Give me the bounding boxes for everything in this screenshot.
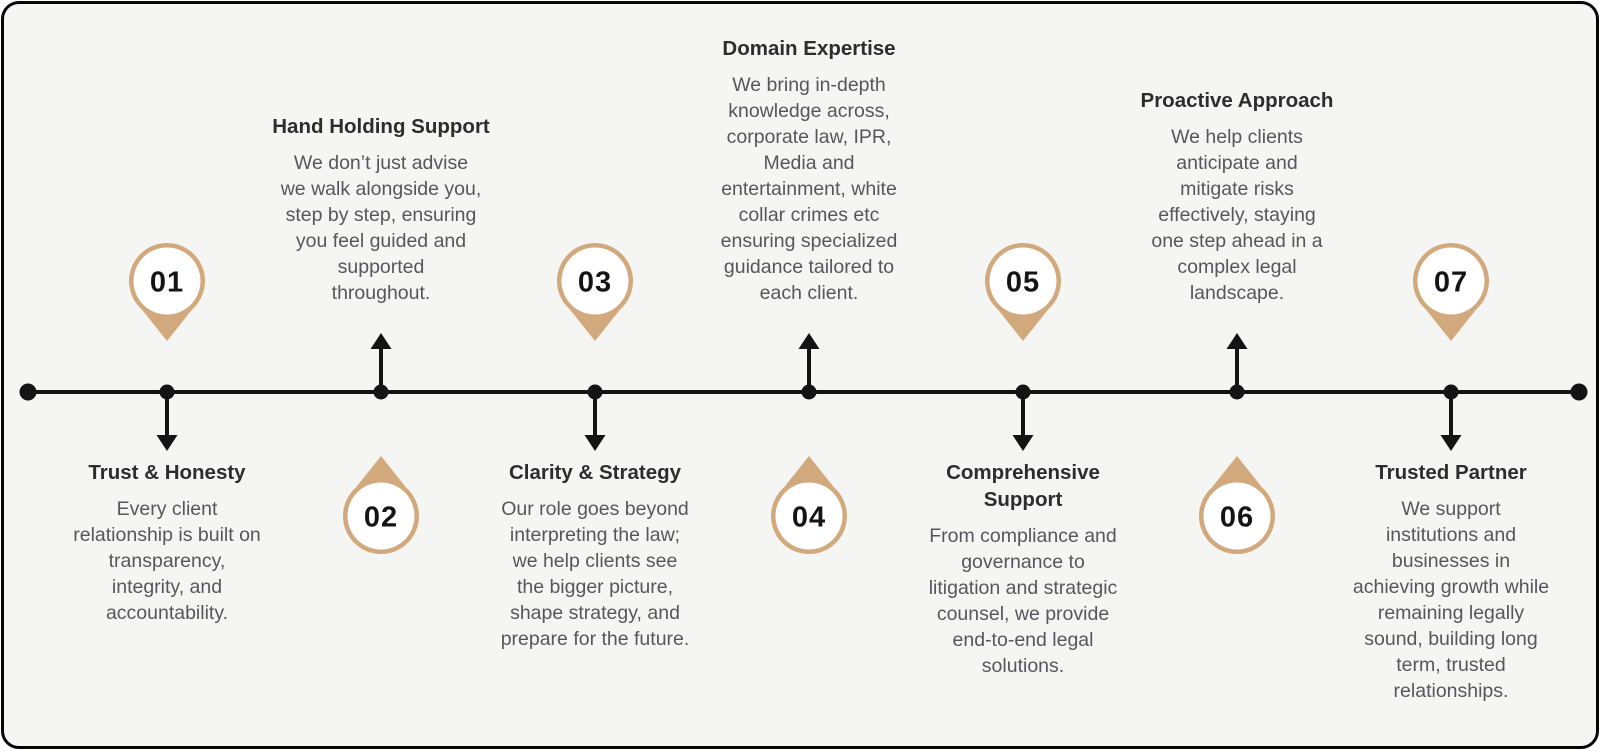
arrow-down-icon-5 bbox=[1012, 392, 1034, 451]
item-body: Every client relationship is built on tr… bbox=[73, 498, 261, 624]
timeline-dot-2 bbox=[373, 384, 389, 400]
pin-number: 05 bbox=[1006, 266, 1040, 298]
map-pin-marker-07: 07 bbox=[1413, 242, 1489, 341]
item-body: From compliance and governance to litiga… bbox=[928, 525, 1118, 677]
timeline-dot-1 bbox=[159, 384, 175, 400]
item-body: We don’t just advise we walk alongside y… bbox=[280, 152, 482, 304]
arrow-down-icon-7 bbox=[1440, 392, 1462, 451]
item-body: We help clients anticipate and mitigate … bbox=[1151, 126, 1323, 304]
arrow-up-icon-4 bbox=[798, 333, 820, 392]
map-pin-marker-03: 03 bbox=[557, 242, 633, 341]
arrow-up-icon-2 bbox=[370, 333, 392, 392]
map-pin-marker-04: 04 bbox=[771, 456, 847, 555]
item-title: Domain Expertise bbox=[722, 37, 896, 60]
pin-number: 07 bbox=[1434, 266, 1468, 298]
timeline-dot-4 bbox=[801, 384, 817, 400]
item-title: Comprehensive Support bbox=[946, 461, 1100, 511]
timeline-end-dot-right bbox=[1570, 383, 1588, 401]
item-body: We support institutions and businesses i… bbox=[1352, 498, 1550, 702]
map-pin-marker-05: 05 bbox=[985, 242, 1061, 341]
timeline-dot-5 bbox=[1015, 384, 1031, 400]
pin-number: 04 bbox=[792, 501, 826, 533]
timeline-item-text-1: Trust & Honesty Every client relationshi… bbox=[42, 459, 292, 626]
timeline-end-dot-left bbox=[19, 383, 37, 401]
timeline-dot-7 bbox=[1443, 384, 1459, 400]
item-body: We bring in-depth knowledge across, corp… bbox=[720, 74, 898, 304]
map-pin-marker-02: 02 bbox=[343, 456, 419, 555]
pin-number: 02 bbox=[364, 501, 398, 533]
arrow-down-icon-1 bbox=[156, 392, 178, 451]
pin-number: 01 bbox=[150, 266, 184, 298]
timeline-item-text-4: Domain Expertise We bring in-depth knowl… bbox=[684, 35, 934, 306]
arrow-up-icon-6 bbox=[1226, 333, 1248, 392]
map-pin-marker-06: 06 bbox=[1199, 456, 1275, 555]
timeline-item-text-3: Clarity & Strategy Our role goes beyond … bbox=[470, 459, 720, 652]
item-title: Clarity & Strategy bbox=[508, 461, 682, 484]
item-body: Our role goes beyond interpreting the la… bbox=[500, 498, 690, 650]
item-title: Trust & Honesty bbox=[88, 461, 246, 484]
timeline-dot-3 bbox=[587, 384, 603, 400]
timeline-item-text-5: Comprehensive Support From compliance an… bbox=[898, 459, 1148, 679]
timeline-item-text-7: Trusted Partner We support institutions … bbox=[1326, 459, 1576, 704]
timeline-dot-6 bbox=[1229, 384, 1245, 400]
timeline-item-text-6: Proactive Approach We help clients antic… bbox=[1112, 87, 1362, 306]
pin-number: 06 bbox=[1220, 501, 1254, 533]
timeline-item-text-2: Hand Holding Support We don’t just advis… bbox=[256, 113, 506, 306]
item-title: Trusted Partner bbox=[1375, 461, 1527, 484]
pin-number: 03 bbox=[578, 266, 612, 298]
arrow-down-icon-3 bbox=[584, 392, 606, 451]
item-title: Proactive Approach bbox=[1140, 89, 1334, 112]
item-title: Hand Holding Support bbox=[272, 115, 490, 138]
map-pin-marker-01: 01 bbox=[129, 242, 205, 341]
